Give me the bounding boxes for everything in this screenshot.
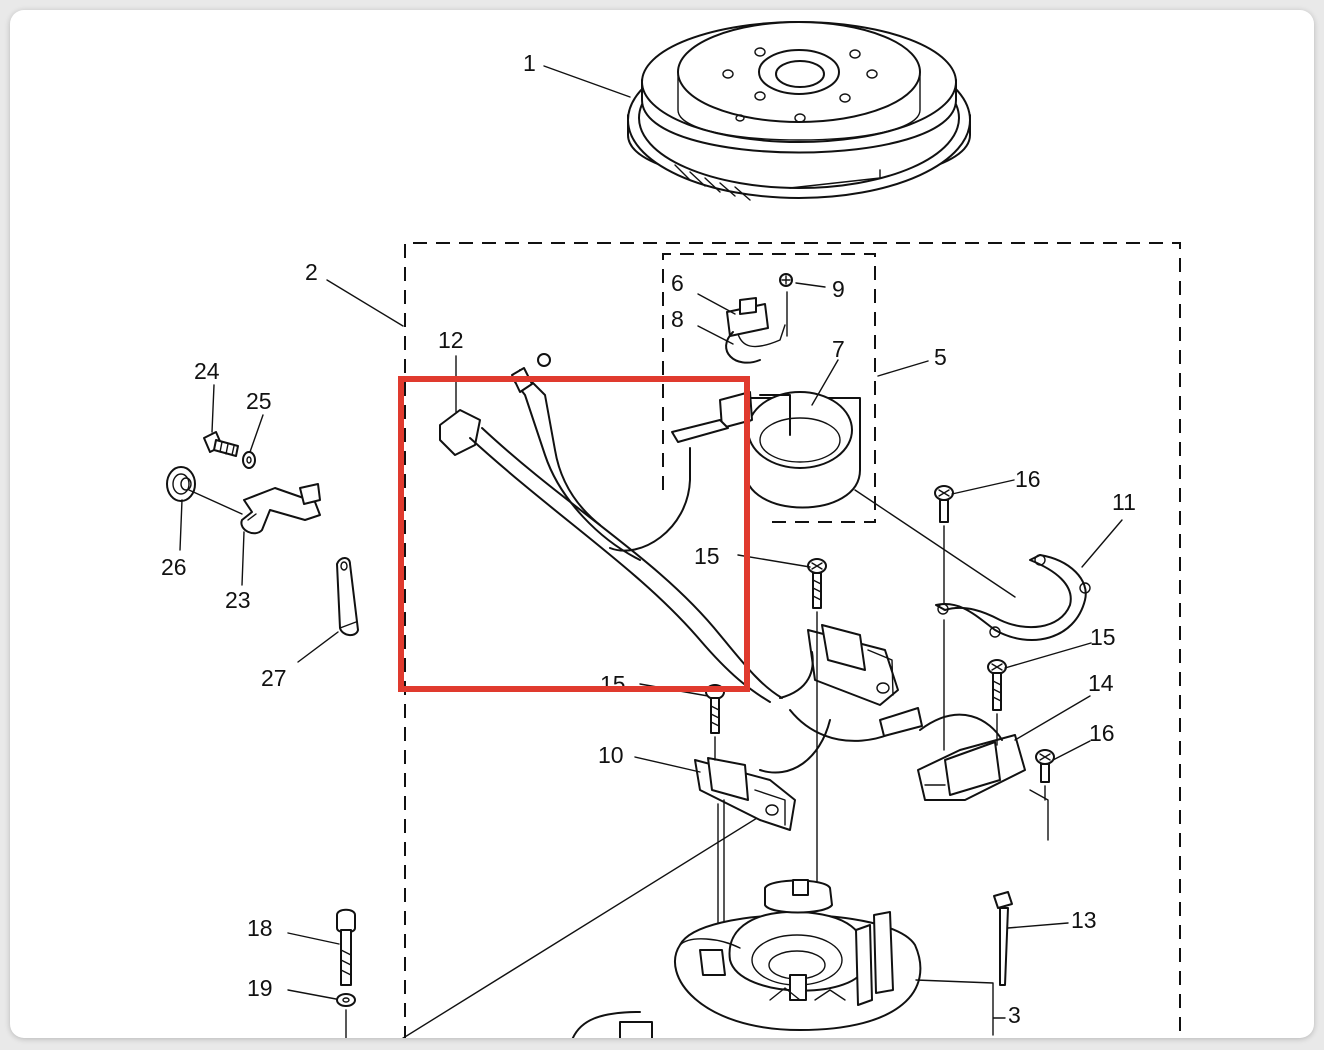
label-part-15-right: 15 [1090,624,1116,650]
label-part-6: 6 [671,270,684,296]
clip-27 [336,557,359,636]
label-part-26: 26 [161,554,187,580]
screw-16-right [1035,749,1055,801]
screw-15-left [705,684,725,761]
label-part-7: 7 [832,336,845,362]
label-part-18: 18 [247,915,273,941]
label-part-23: 23 [225,587,251,613]
label-part-9: 9 [832,276,845,302]
charge-coil-right [917,713,1049,841]
label-part-11: 11 [1112,489,1136,515]
grommet-26 [166,466,196,502]
bolt-24 [203,431,239,457]
label-part-25: 25 [246,388,272,414]
label-part-5: 5 [934,344,947,370]
assembly-5-boundary [662,253,876,523]
label-part-14: 14 [1088,670,1114,696]
label-part-1: 1 [523,50,536,76]
label-part-16-right: 16 [1089,720,1115,746]
leader-lines [179,65,1123,1036]
label-part-10: 10 [598,742,624,768]
wire-harness [401,353,783,1038]
bolt [336,908,356,986]
screw-15-top [807,558,827,896]
label-part-15-top: 15 [694,543,720,569]
washer-25 [242,451,256,469]
screw-16-top [934,485,954,751]
bracket [854,489,1091,641]
label-part-2: 2 [305,259,318,285]
label-part-24: 24 [194,358,220,384]
highlight-box [398,376,750,692]
part-number-labels: 1 2 3 5 6 7 8 9 10 11 12 13 14 15 15 15 … [161,50,1136,1028]
cable-tie [993,891,1013,986]
diagram-card: 1 2 3 5 6 7 8 9 10 11 12 13 14 15 15 15 … [10,10,1314,1038]
label-part-12: 12 [438,327,464,353]
pulser-coil [609,273,861,552]
charge-coil-upper [779,624,923,742]
label-part-15-left: 15 [600,671,626,697]
assembly-2-boundary [404,242,1181,1038]
stator-base [571,879,922,1038]
label-part-16-top: 16 [1015,466,1041,492]
flywheel [627,21,971,201]
screw-15-right [987,659,1007,746]
label-part-13: 13 [1071,907,1097,933]
label-part-8: 8 [671,306,684,332]
charge-coil-left [694,719,831,941]
label-part-19: 19 [247,975,273,1001]
bracket-23 [240,483,321,535]
parts-diagram: 1 2 3 5 6 7 8 9 10 11 12 13 14 15 15 15 … [161,21,1181,1038]
label-part-3: 3 [1008,1002,1021,1028]
label-part-27: 27 [261,665,287,691]
washer [336,993,356,1038]
